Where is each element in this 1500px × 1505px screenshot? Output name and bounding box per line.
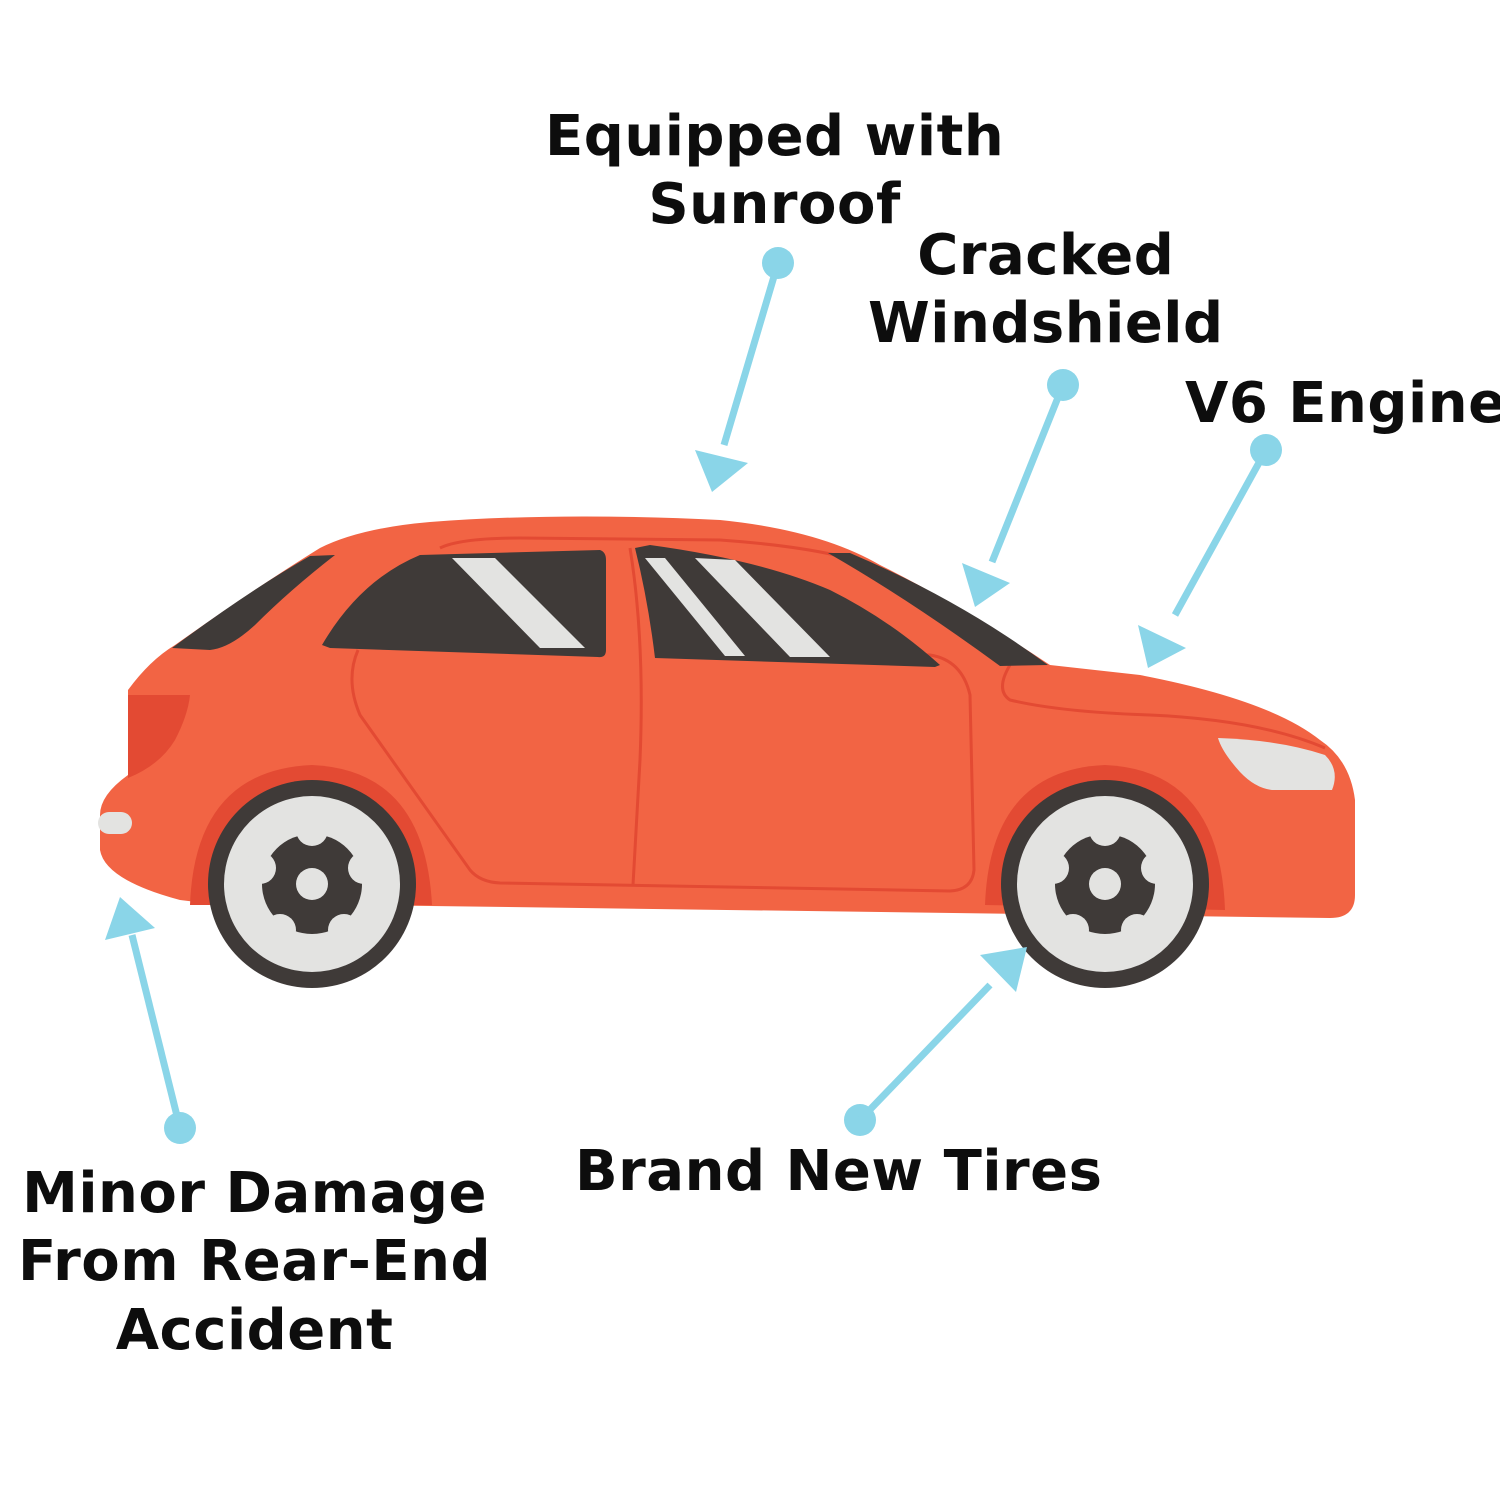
pointers xyxy=(105,247,1282,1144)
rear-hub-cap xyxy=(296,868,328,900)
rear-lug xyxy=(348,852,380,884)
label-windshield: Cracked Windshield xyxy=(868,222,1224,359)
label-damage-line-1: Minor Damage xyxy=(22,1161,487,1226)
door-outline xyxy=(350,646,976,893)
rear-lug xyxy=(296,814,328,846)
label-tires: Brand New Tires xyxy=(575,1138,1102,1206)
roof-line xyxy=(439,536,836,557)
label-sunroof-line-2: Sunroof xyxy=(648,172,901,238)
label-damage: Minor Damage From Rear-End Accident xyxy=(18,1160,491,1365)
pointer-damage xyxy=(105,897,196,1144)
windshield xyxy=(828,553,1048,666)
label-damage-line-2: From Rear-End xyxy=(18,1229,492,1295)
taillight xyxy=(128,695,190,778)
rear-lug xyxy=(244,852,276,884)
front-hub-cap xyxy=(1089,868,1121,900)
rear-wheel xyxy=(208,780,416,988)
front-lug xyxy=(1057,914,1089,946)
label-sunroof: Equipped with Sunroof xyxy=(545,103,1004,240)
hood-line xyxy=(1001,664,1326,750)
door-divider xyxy=(628,547,643,886)
label-engine-line-1: V6 Engine xyxy=(1185,371,1500,436)
headlight xyxy=(1218,738,1335,790)
label-windshield-line-2: Windshield xyxy=(868,291,1224,357)
front-lug xyxy=(1089,814,1121,846)
pointer-windshield xyxy=(962,369,1079,607)
front-wheel xyxy=(1001,780,1209,988)
windows xyxy=(172,545,1048,667)
window-glint xyxy=(645,558,745,656)
label-damage-line-3: Accident xyxy=(115,1297,394,1363)
front-lug xyxy=(1121,914,1153,946)
label-sunroof-line-1: Equipped with xyxy=(545,104,1005,169)
label-engine: V6 Engine xyxy=(1185,370,1500,438)
window-glint xyxy=(695,558,830,657)
label-tires-line-1: Brand New Tires xyxy=(575,1139,1103,1204)
rear-lug xyxy=(328,914,360,946)
window-glint xyxy=(452,558,585,648)
front-lug xyxy=(1037,852,1069,884)
pointer-sunroof xyxy=(695,247,794,492)
pointer-engine xyxy=(1138,434,1282,668)
label-windshield-line-1: Cracked xyxy=(917,223,1175,288)
rear-lug xyxy=(264,914,296,946)
rear-quarter-window xyxy=(172,555,335,650)
pointer-tires xyxy=(844,947,1027,1136)
rear-reflector xyxy=(98,812,132,834)
front-lug xyxy=(1141,852,1173,884)
